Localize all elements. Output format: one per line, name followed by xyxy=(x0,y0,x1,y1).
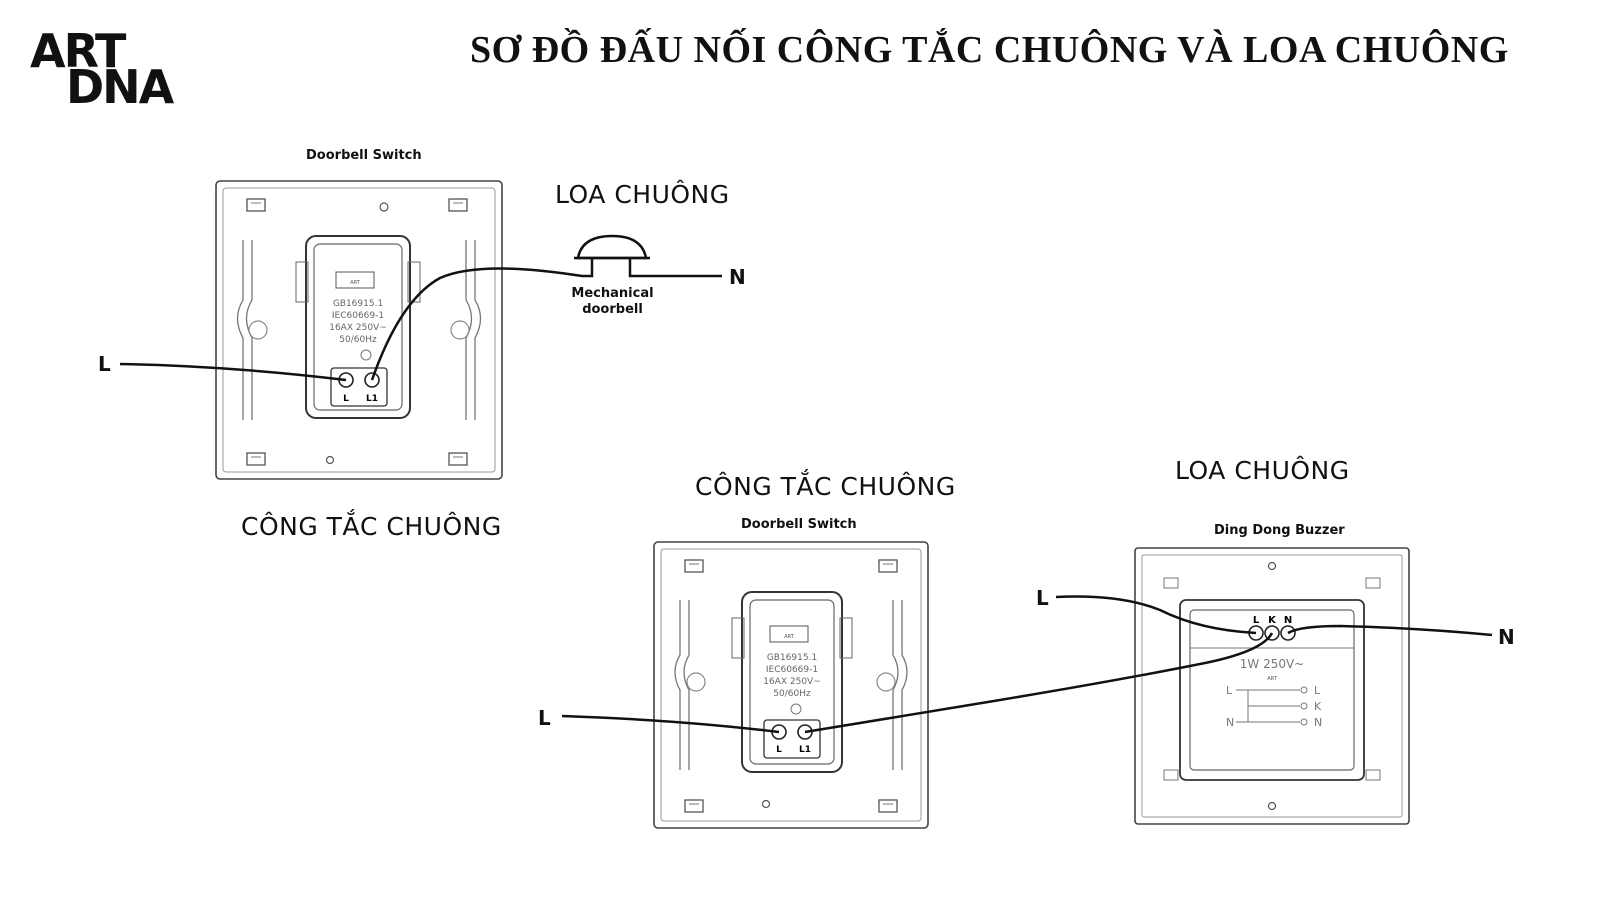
top-module-logo: ART xyxy=(350,280,361,286)
top-terminal-l: L xyxy=(343,394,349,404)
top-wire-l xyxy=(119,362,347,382)
schematic-right-n: N xyxy=(1314,716,1322,729)
ding-dong-buzzer: L K N 1W 250V~ ART L N L K N xyxy=(1134,547,1410,825)
bottom-module-text-3: 16AX 250V~ xyxy=(763,677,821,687)
top-module-text-4: 50/60Hz xyxy=(339,335,377,345)
top-terminal-l1: L1 xyxy=(366,394,378,404)
bottom-switch-caption: Doorbell Switch xyxy=(741,517,857,532)
buzzer-schematic xyxy=(1236,686,1308,726)
top-doorbell-switch: ART GB16915.1 IEC60669-1 16AX 250V~ 50/6… xyxy=(215,180,503,480)
top-module-text-1: GB16915.1 xyxy=(333,299,383,309)
bottom-module-text-4: 50/60Hz xyxy=(773,689,811,699)
bottom-wire-switch-l-label: L xyxy=(538,706,551,730)
top-wire-n-label: N xyxy=(729,265,746,289)
mechanical-doorbell-icon xyxy=(574,234,722,278)
top-wire-l-label: L xyxy=(98,352,111,376)
bottom-doorbell-switch: ART GB16915.1 IEC60669-1 16AX 250V~ 50/6… xyxy=(653,541,929,829)
schematic-left-l: L xyxy=(1226,684,1233,697)
buzzer-rating: 1W 250V~ xyxy=(1240,657,1304,671)
bottom-module-text-1: GB16915.1 xyxy=(767,653,817,663)
logo-text-line2: DNA xyxy=(66,60,174,114)
buzzer-terminal-k: K xyxy=(1268,615,1277,626)
top-switch-label: CÔNG TẮC CHUÔNG xyxy=(241,512,502,541)
bottom-buzzer-label: LOA CHUÔNG xyxy=(1175,456,1350,485)
top-bell-caption-line2: doorbell xyxy=(582,302,643,317)
top-bell-caption: Mechanical doorbell xyxy=(565,286,660,318)
bottom-wire-buzzer-l xyxy=(1055,595,1257,635)
bottom-wire-switch-l xyxy=(561,714,780,734)
schematic-left-n: N xyxy=(1226,716,1234,729)
top-bell-label: LOA CHUÔNG xyxy=(555,180,730,209)
top-module-text-3: 16AX 250V~ xyxy=(329,323,387,333)
buzzer-logo: ART xyxy=(1267,676,1278,682)
bottom-terminal-l1: L1 xyxy=(799,745,811,755)
top-wire-l1-to-bell xyxy=(370,267,583,381)
top-switch-caption: Doorbell Switch xyxy=(306,148,422,163)
schematic-right-l: L xyxy=(1314,684,1321,697)
page-title: SƠ ĐỒ ĐẤU NỐI CÔNG TẮC CHUÔNG VÀ LOA CHU… xyxy=(470,29,1509,71)
top-module-text-2: IEC60669-1 xyxy=(332,311,384,321)
bottom-module-logo: ART xyxy=(784,634,795,640)
top-bell-caption-line1: Mechanical xyxy=(571,286,654,301)
bottom-wire-buzzer-l-label: L xyxy=(1036,586,1049,610)
bottom-wire-buzzer-n xyxy=(1287,624,1493,637)
bottom-wire-l1-to-k xyxy=(804,632,1274,734)
bottom-terminal-l: L xyxy=(776,745,782,755)
bottom-switch-label: CÔNG TẮC CHUÔNG xyxy=(695,472,956,501)
buzzer-terminal-n: N xyxy=(1284,615,1292,626)
bottom-wire-buzzer-n-label: N xyxy=(1498,625,1515,649)
bottom-module-text-2: IEC60669-1 xyxy=(766,665,818,675)
bottom-buzzer-caption: Ding Dong Buzzer xyxy=(1214,523,1345,538)
brand-logo: ART DNA xyxy=(30,28,180,110)
buzzer-terminal-l: L xyxy=(1253,615,1260,626)
schematic-right-k: K xyxy=(1314,700,1322,713)
logo-text-line1: ART xyxy=(30,24,126,78)
